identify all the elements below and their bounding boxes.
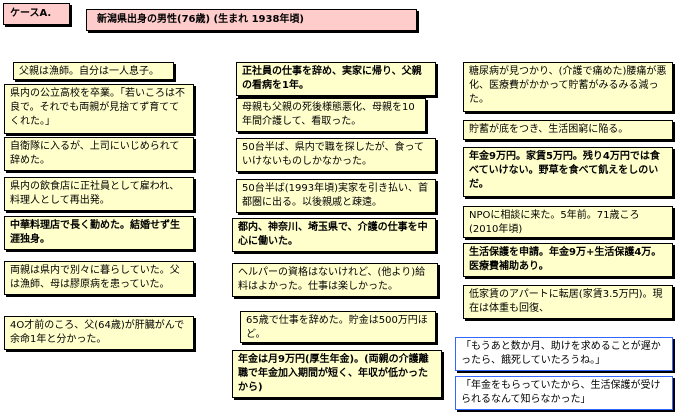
- timeline-box: 母親も父親の死後様態悪化、母親を10年間介護して、看取った。: [236, 98, 426, 132]
- timeline-box: 4O才前のころ、父(64歳)が肝臓がんで余命1年と分かった。: [4, 316, 194, 350]
- timeline-box: 年金9万円。家賃5万円。残り4万円では食べていけない。野草を食べて飢えをしのいだ…: [463, 147, 673, 197]
- case-title: 新潟県出身の男性(76歳) (生まれ 1938年頃): [86, 9, 417, 31]
- timeline-box: 正社員の仕事を辞め、実家に帰り、父親の看病を1年。: [236, 62, 436, 96]
- timeline-box: 50台半ば、県内で職を探したが、食っていけないものしかなかった。: [236, 138, 436, 172]
- quote-box: 「もうあと数か月、助けを求めることが遅かったら、餓死していたろうね。」: [455, 337, 673, 371]
- timeline-box: 低家賃のアパートに転居(家賃3.5万円)。現在は体重も回復、: [463, 285, 673, 319]
- timeline-box: NPOに相談に来た。5年前。71歳ころ(2010年頃): [463, 206, 673, 238]
- timeline-box: 県内の公立高校を卒業。「若いころは不良で。それでも両親が見捨てず育ててくれた。」: [4, 84, 194, 134]
- timeline-box: 県内の飲食店に正社員として雇われ、料理人として再出発。: [4, 177, 194, 211]
- timeline-box: 自衛隊に入るが、上司にいじめられて辞めた。: [4, 137, 194, 171]
- timeline-box: 50台半ば(1993年頃)実家を引き払い、首都圏に出る。以後親戚と疎遠。: [236, 179, 436, 213]
- timeline-box: 65歳で仕事を辞めた。貯金は500万円ほど。: [240, 311, 436, 343]
- timeline-box: 年金は月9万円(厚生年金)。(両親の介護離職で年金加入期間が短く、年収が低かった…: [232, 350, 442, 398]
- timeline-box: 父親は漁師。自分は一人息子。: [13, 62, 174, 80]
- timeline-box: 両親は県内で別々に暮らしていた。父は漁師、母は膠原病を患っていた。: [4, 261, 194, 295]
- quote-box: 「年金をもらっていたから、生活保護が受けられるなんて知らなかった」: [455, 376, 673, 410]
- timeline-box: 貯蓄が底をつき、生活困窮に陥る。: [463, 120, 673, 140]
- timeline-box: 都内、神奈川、埼玉県で、介護の仕事を中心に働いた。: [232, 218, 436, 252]
- timeline-box: 中華料理店で長く勤めた。結婚せず生涯独身。: [4, 216, 194, 250]
- timeline-box: ヘルパーの資格はないけれど、(他より)給料はよかった。仕事は楽しかった。: [232, 263, 438, 297]
- timeline-box: 生活保護を申請。年金9万+生活保護4万。医療費補助あり。: [463, 243, 673, 277]
- case-label: ケースA.: [3, 3, 70, 25]
- timeline-box: 糖尿病が見つかり、(介護で痛めた)腰痛が悪化、医療費がかかって貯蓄がみるみる減っ…: [463, 62, 673, 112]
